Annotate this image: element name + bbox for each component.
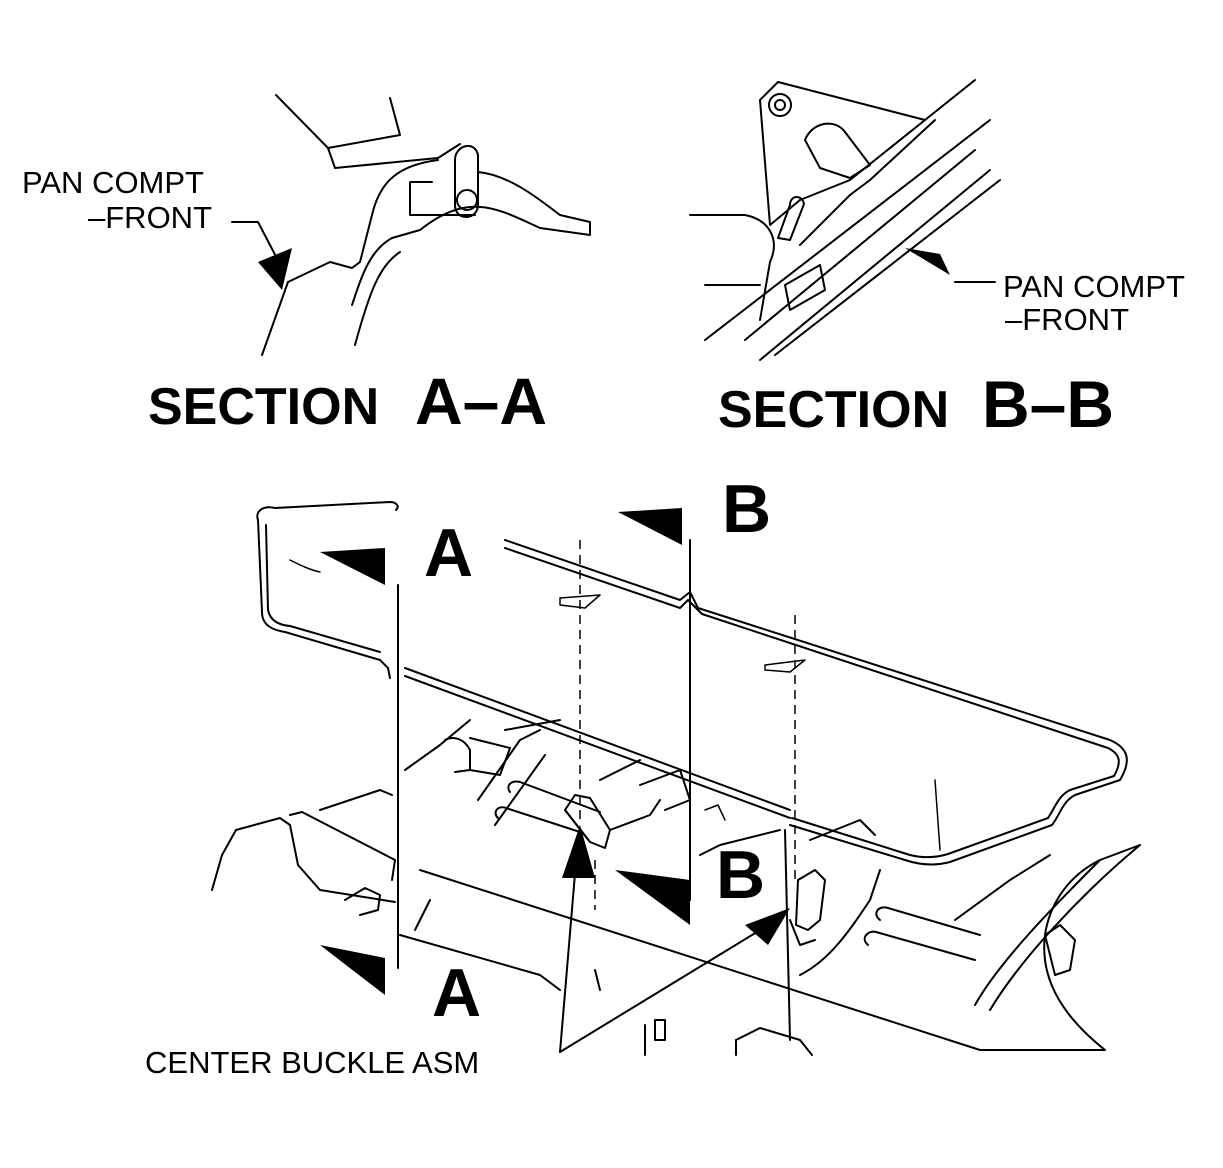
main-assembly-view	[211, 501, 1141, 1056]
callout-b-top: B	[722, 471, 771, 547]
section-b-pointer-arrow	[905, 248, 950, 275]
section-b-label-line2: –FRONT	[1005, 302, 1129, 337]
section-a-label-line1: PAN COMPT	[22, 165, 204, 200]
center-buckle-arrow-left	[562, 825, 595, 878]
section-b-title-word: SECTION	[718, 381, 949, 439]
callout-a-bottom: A	[432, 955, 481, 1031]
section-a-pointer-arrow	[258, 248, 292, 290]
section-a-detail	[231, 94, 591, 356]
section-b-title-letter: B–B	[982, 367, 1114, 441]
section-a-title-word: SECTION	[148, 378, 379, 436]
section-a-title-letter: A–A	[415, 364, 547, 438]
callout-a-top: A	[424, 515, 473, 591]
section-b-top-arrow	[618, 508, 682, 545]
center-buckle-label: CENTER BUCKLE ASM	[145, 1045, 479, 1080]
section-a-label-line2: –FRONT	[88, 200, 212, 235]
section-a-top-arrow	[320, 548, 385, 585]
section-b-bottom-arrow	[615, 870, 690, 925]
section-b-detail	[689, 79, 1001, 361]
section-a-bottom-arrow	[320, 945, 385, 995]
section-b-label-line1: PAN COMPT	[1003, 269, 1185, 304]
callout-b-bottom: B	[716, 837, 765, 913]
center-buckle-arrow-right	[745, 908, 790, 945]
